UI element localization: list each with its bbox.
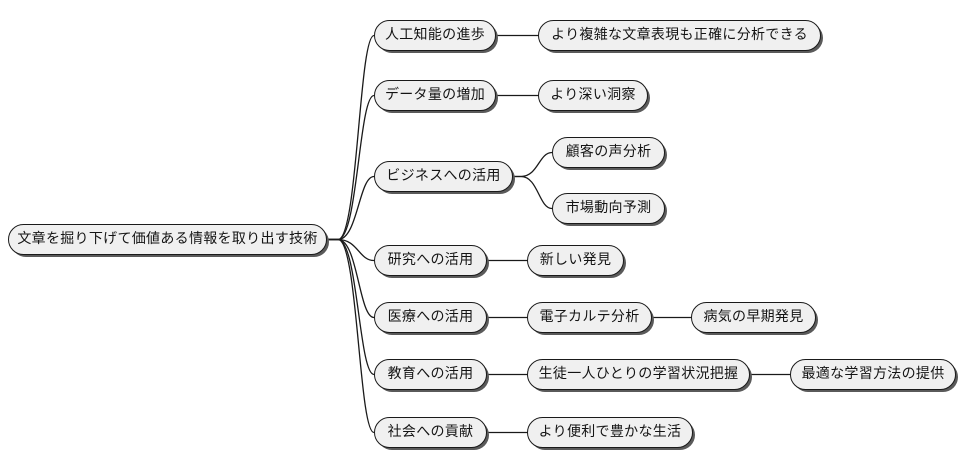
node-label: より複雑な文章表現も正確に分析できる bbox=[551, 27, 808, 43]
edge-root-to-n1 bbox=[326, 34, 375, 241]
mindmap-node-n6c1[interactable]: 生徒一人ひとりの学習状況把握 bbox=[527, 359, 750, 390]
edge-root-to-n5 bbox=[326, 238, 375, 319]
node-label: 社会への貢献 bbox=[387, 424, 474, 440]
mindmap-node-n4c1[interactable]: 新しい発見 bbox=[527, 245, 624, 276]
node-label: 生徒一人ひとりの学習状況把握 bbox=[538, 366, 739, 382]
mindmap-node-n4[interactable]: 研究への活用 bbox=[374, 245, 487, 276]
edge-root-to-n3 bbox=[326, 175, 375, 241]
mindmap-node-n1[interactable]: 人工知能の進歩 bbox=[374, 20, 496, 51]
node-label: より深い洞察 bbox=[550, 87, 636, 103]
node-label: 研究への活用 bbox=[387, 252, 474, 268]
edge-root-to-n4 bbox=[326, 238, 375, 262]
node-label: 電子カルテ分析 bbox=[539, 309, 640, 325]
node-label: 文章を掘り下げて価値ある情報を取り出す技術 bbox=[17, 231, 318, 247]
mindmap-node-n6[interactable]: 教育への活用 bbox=[374, 359, 487, 390]
mindmap-node-n6c2[interactable]: 最適な学習方法の提供 bbox=[790, 359, 956, 390]
node-label: 顧客の声分析 bbox=[565, 144, 652, 160]
mindmap-node-n3c2[interactable]: 市場動向予測 bbox=[552, 193, 665, 224]
mindmap-node-n5[interactable]: 医療への活用 bbox=[374, 302, 487, 333]
mindmap-node-n7c1[interactable]: より便利で豊かな生活 bbox=[527, 417, 693, 448]
mindmap-node-n1c1[interactable]: より複雑な文章表現も正確に分析できる bbox=[538, 20, 821, 51]
node-label: データ量の増加 bbox=[384, 87, 486, 103]
mindmap-node-n7[interactable]: 社会への貢献 bbox=[374, 417, 487, 448]
edge-n3-to-n3c2 bbox=[512, 175, 553, 210]
edge-root-to-n7 bbox=[326, 238, 375, 434]
mindmap-root-node[interactable]: 文章を掘り下げて価値ある情報を取り出す技術 bbox=[8, 224, 327, 255]
node-label: 新しい発見 bbox=[539, 252, 612, 268]
node-label: 教育への活用 bbox=[387, 366, 474, 382]
node-label: 最適な学習方法の提供 bbox=[801, 366, 945, 382]
mindmap-node-n3[interactable]: ビジネスへの活用 bbox=[374, 161, 513, 192]
node-label: 医療への活用 bbox=[387, 309, 474, 325]
mindmap-node-n5c1[interactable]: 電子カルテ分析 bbox=[527, 302, 652, 333]
mindmap-node-n2[interactable]: データ量の増加 bbox=[374, 80, 496, 111]
mindmap-node-n2c1[interactable]: より深い洞察 bbox=[538, 80, 648, 111]
node-label: 人工知能の進歩 bbox=[384, 27, 486, 43]
node-label: より便利で豊かな生活 bbox=[538, 424, 682, 440]
edge-root-to-n6 bbox=[326, 238, 375, 376]
mindmap-node-n3c1[interactable]: 顧客の声分析 bbox=[552, 137, 665, 168]
mindmap-node-n5c2[interactable]: 病気の早期発見 bbox=[691, 302, 816, 333]
node-label: ビジネスへの活用 bbox=[386, 168, 501, 184]
node-label: 病気の早期発見 bbox=[703, 309, 804, 325]
node-label: 市場動向予測 bbox=[565, 200, 652, 216]
edge-n3-to-n3c1 bbox=[512, 151, 553, 178]
edge-root-to-n2 bbox=[326, 94, 375, 241]
